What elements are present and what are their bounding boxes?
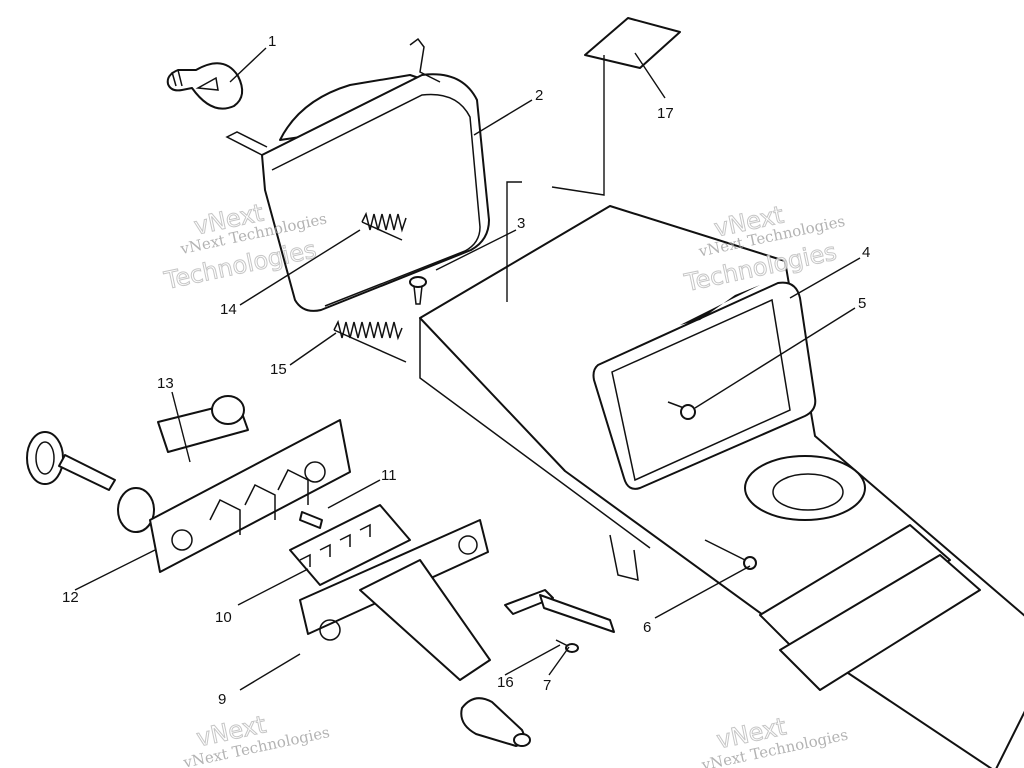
screw-part-5: [667, 401, 696, 420]
callout-2: 2: [535, 87, 543, 104]
callout-3: 3: [517, 215, 525, 232]
ignition-key-part: [26, 431, 155, 533]
callout-12: 12: [62, 589, 79, 606]
bulb-part: [166, 62, 244, 110]
bracket-part: [299, 519, 491, 681]
callout-10: 10: [215, 609, 232, 626]
screw-part-6: [704, 539, 757, 570]
callout-5: 5: [858, 295, 866, 312]
pin-part: [299, 511, 323, 529]
spring-upper-part: [361, 211, 407, 241]
watermark-upper-right: vNext vNext Technologies Technologies: [681, 200, 847, 297]
callout-17: 17: [657, 105, 674, 122]
watermark-lower-left: vNext vNext Technologies: [181, 710, 331, 768]
switch-block-part: [289, 504, 411, 586]
switch-plate-part: [149, 395, 351, 573]
hood-console-part: [419, 205, 1024, 768]
callouts: 1 2 3 4 5 6 7 9 10 11 12 13 14 15 16 17: [62, 33, 870, 708]
headlight-housing-part: [225, 37, 490, 312]
callout-9: 9: [218, 691, 226, 708]
toggle-switch-part: [504, 589, 615, 633]
screw-part-3: [409, 276, 427, 305]
watermark-lower-right: vNext vNext Technologies: [699, 712, 849, 768]
screw-part-16: [555, 639, 579, 653]
callout-7: 7: [543, 677, 551, 694]
leader-lines: [74, 47, 861, 691]
spring-lower-part: [333, 319, 407, 363]
callout-13: 13: [157, 375, 174, 392]
decal-part: [584, 17, 681, 69]
callout-4: 4: [862, 244, 870, 261]
callout-1: 1: [268, 33, 276, 50]
callout-11: 11: [381, 467, 397, 484]
knob-part: [460, 697, 531, 747]
callout-6: 6: [643, 619, 651, 636]
callout-16: 16: [497, 674, 514, 691]
callout-15: 15: [270, 361, 287, 378]
callout-14: 14: [220, 301, 237, 318]
